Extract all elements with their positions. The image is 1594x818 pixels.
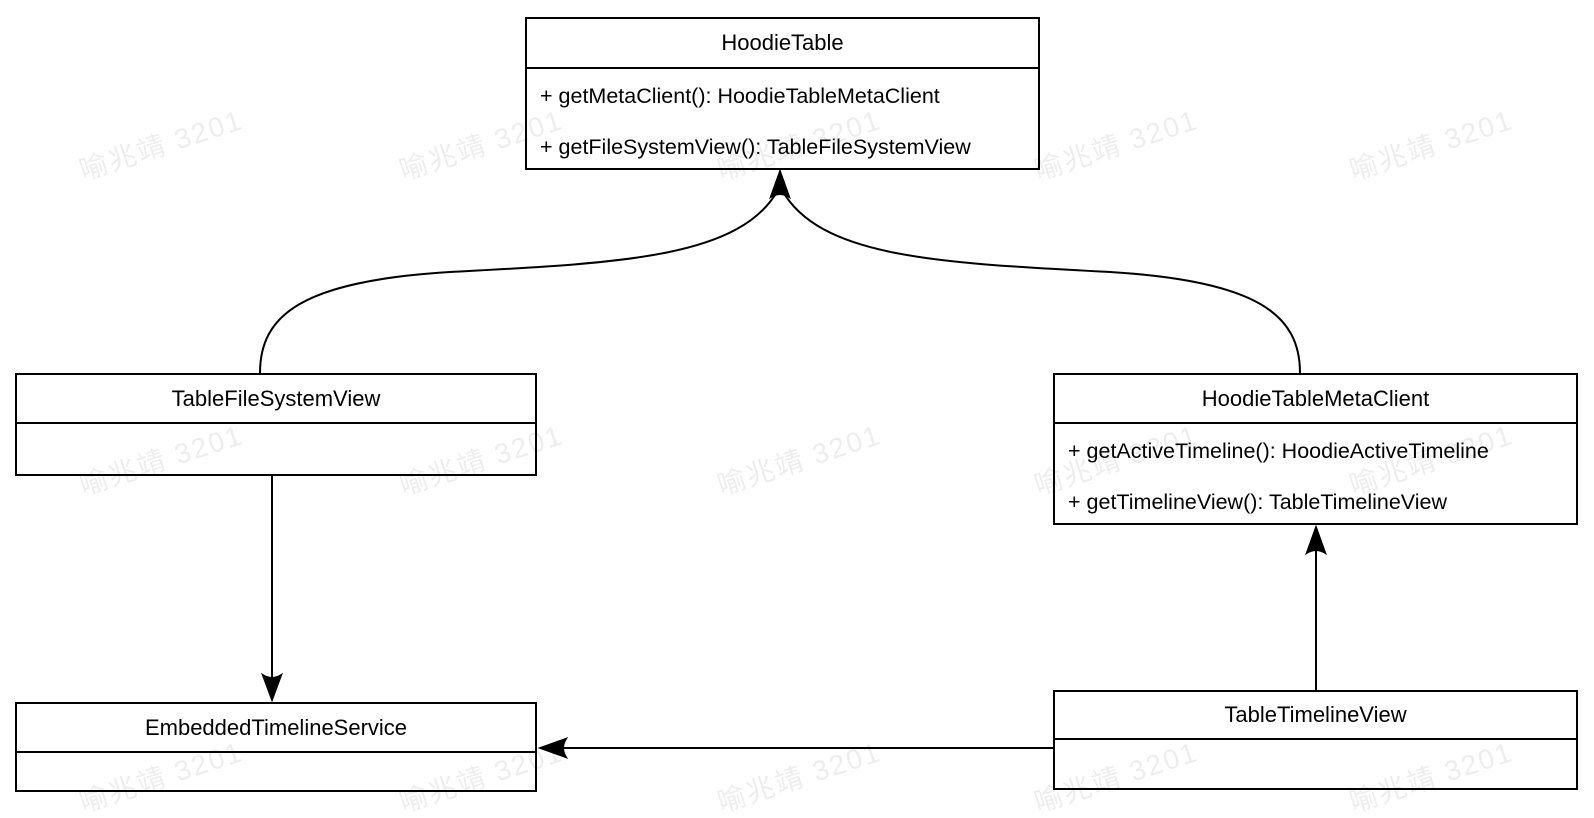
class-body-embedded-timeline-service: [17, 753, 535, 767]
class-body-table-timeline-view: [1055, 740, 1576, 754]
arrowhead-up-hoodietablemetaclient: [1305, 524, 1327, 556]
class-hoodie-table-meta-client: HoodieTableMetaClient + getActiveTimelin…: [1053, 373, 1578, 525]
class-table-timeline-view: TableTimelineView: [1053, 690, 1578, 790]
arrowhead-down-embeddedtimelineservice: [260, 672, 284, 703]
class-hoodie-table: HoodieTable + getMetaClient(): HoodieTab…: [525, 17, 1040, 170]
arrowhead-left-embeddedtimelineservice: [537, 737, 569, 759]
class-embedded-timeline-service: EmbeddedTimelineService: [15, 702, 537, 792]
edge-tablefilesystemview-to-hoodietable: [259, 189, 779, 374]
class-method: + getTimelineView(): TableTimelineView: [1068, 490, 1448, 514]
edge-hoodietablemetaclient-to-hoodietable: [781, 189, 1301, 374]
class-title-embedded-timeline-service: EmbeddedTimelineService: [17, 704, 535, 753]
class-table-file-system-view: TableFileSystemView: [15, 373, 537, 476]
class-body-hoodie-table-meta-client: + getActiveTimeline(): HoodieActiveTimel…: [1055, 424, 1576, 515]
class-title-hoodie-table: HoodieTable: [527, 19, 1038, 69]
class-body-hoodie-table: + getMetaClient(): HoodieTableMetaClient…: [527, 69, 1038, 160]
class-method: + getMetaClient(): HoodieTableMetaClient: [540, 84, 940, 108]
class-title-table-timeline-view: TableTimelineView: [1055, 692, 1576, 740]
class-method: + getActiveTimeline(): HoodieActiveTimel…: [1068, 439, 1489, 463]
class-title-hoodie-table-meta-client: HoodieTableMetaClient: [1055, 375, 1576, 424]
arrowhead-up-hoodietable: [769, 168, 791, 200]
class-body-table-file-system-view: [17, 424, 535, 438]
class-title-table-file-system-view: TableFileSystemView: [17, 375, 535, 424]
class-method: + getFileSystemView(): TableFileSystemVi…: [540, 135, 971, 159]
